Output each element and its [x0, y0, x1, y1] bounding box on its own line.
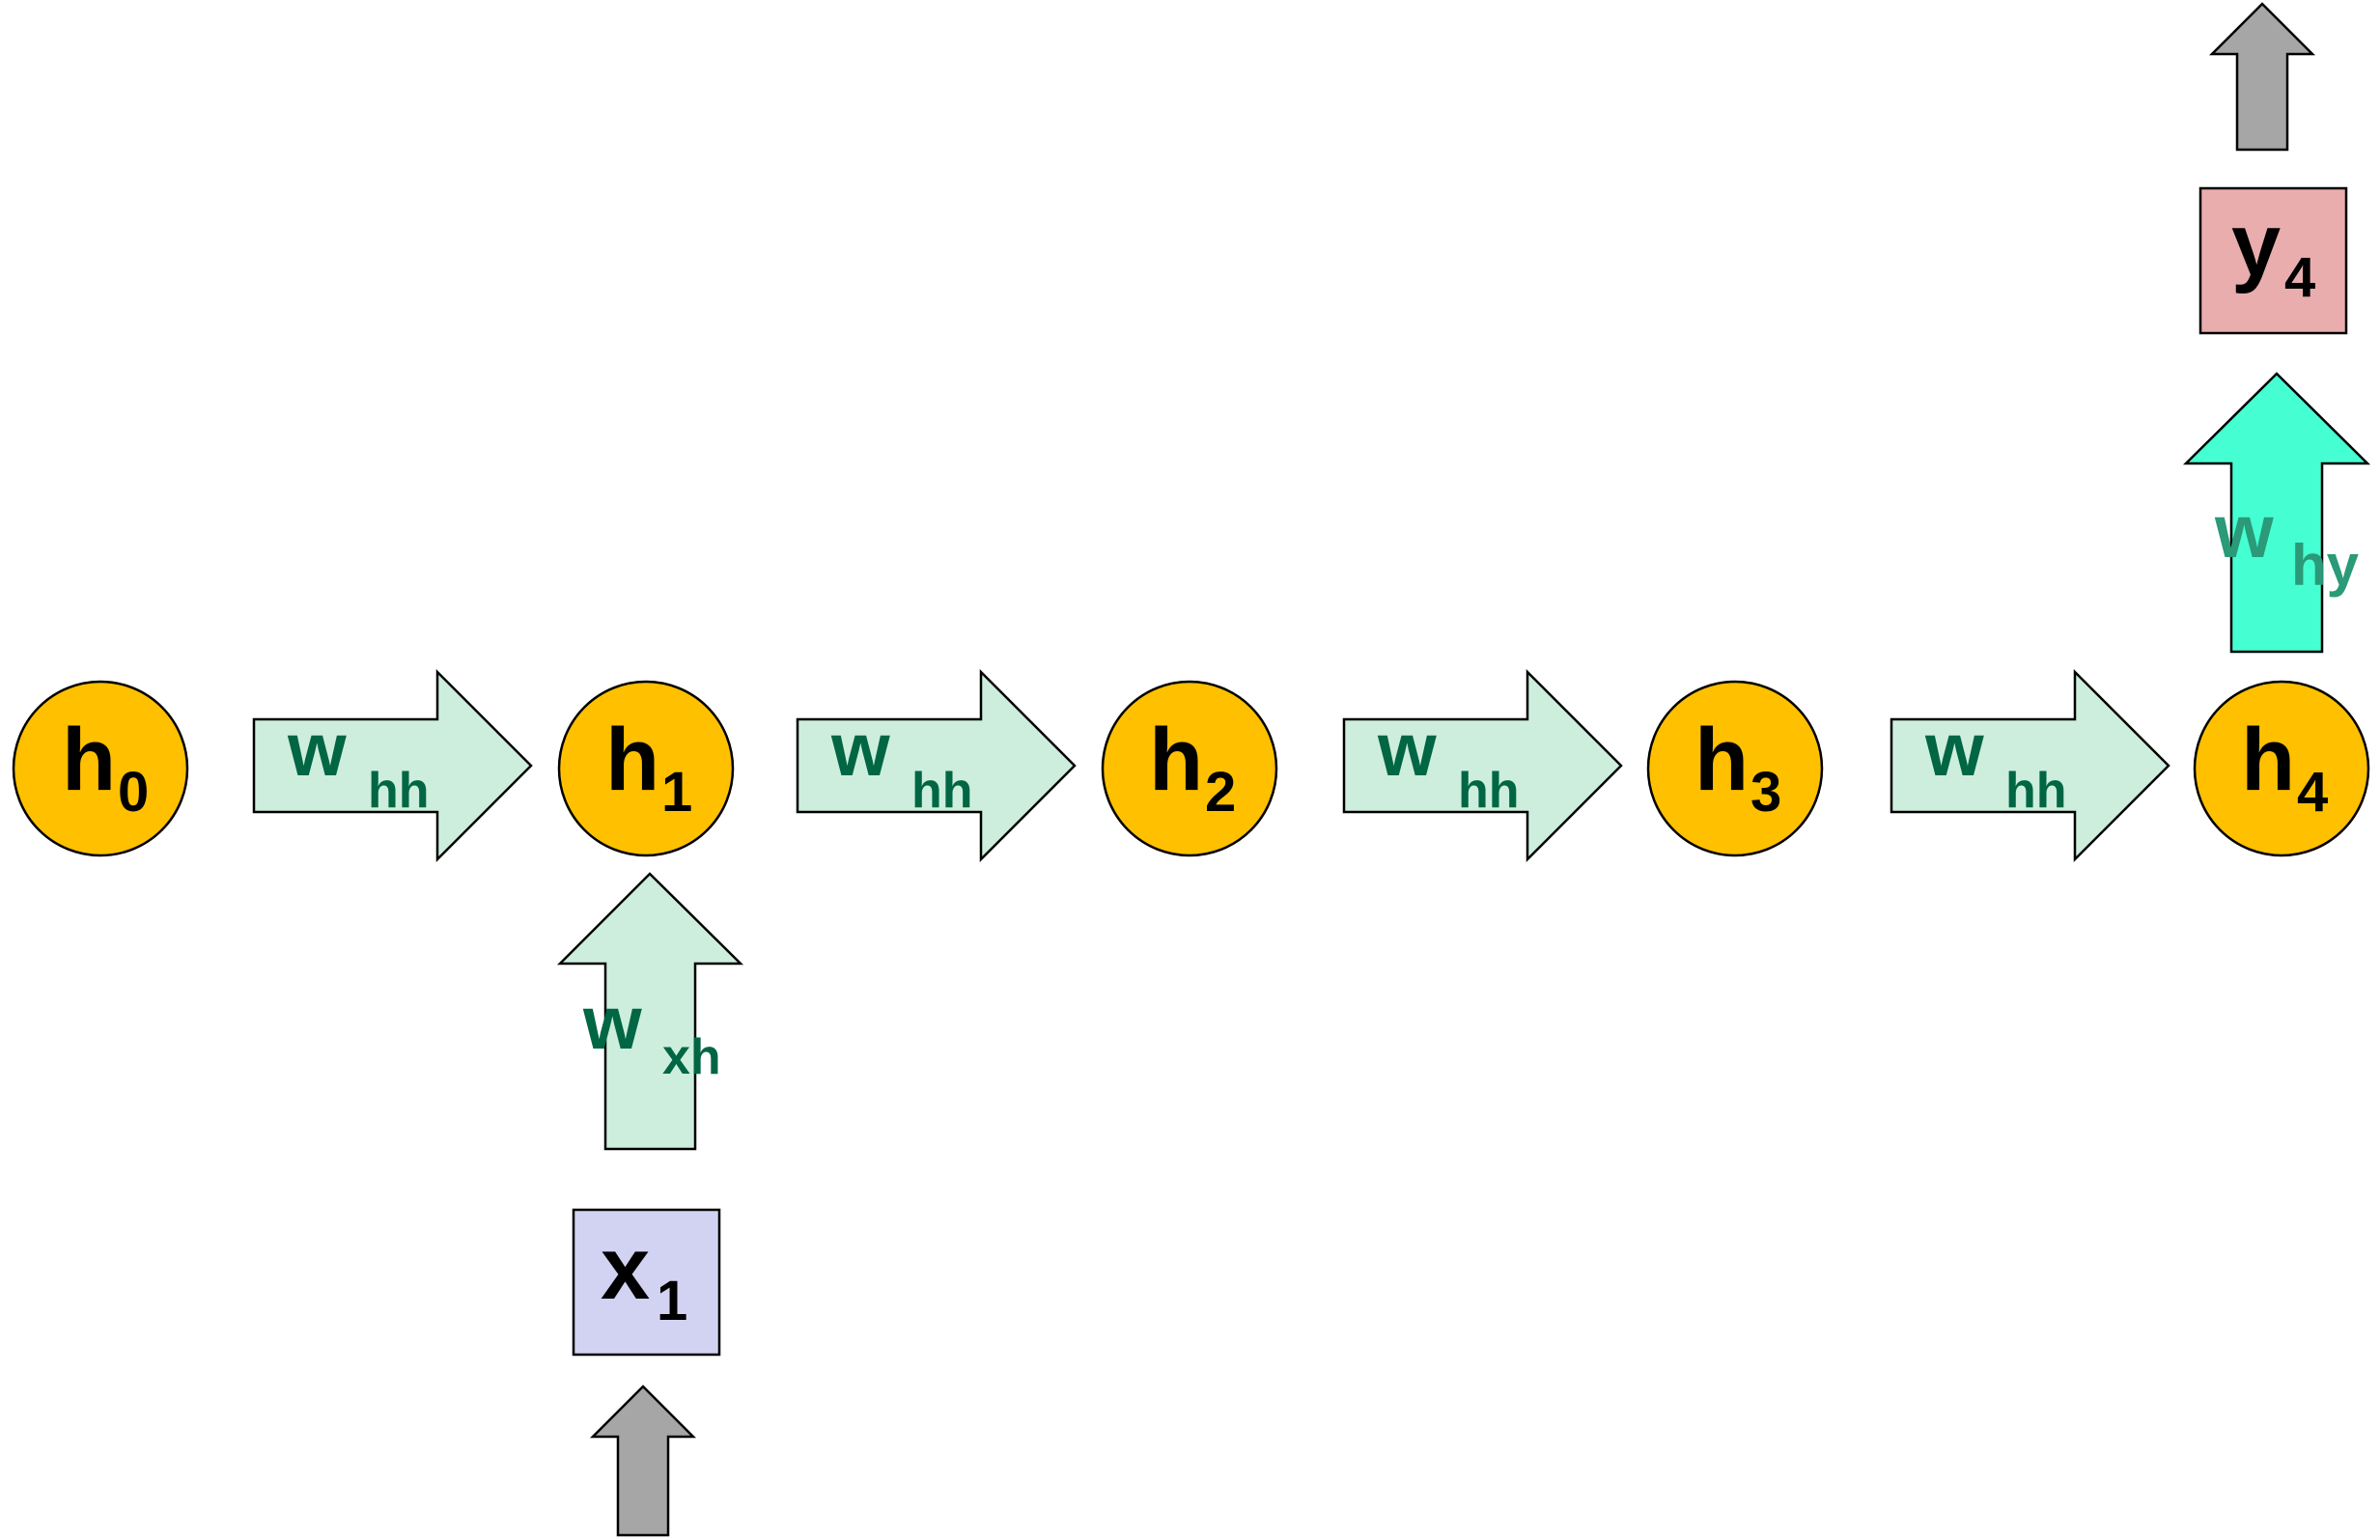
hidden-node-3-label: h	[1694, 711, 1749, 809]
hidden-node-1-label: h	[605, 711, 659, 809]
output-weight-arrow: w hy	[2182, 372, 2371, 654]
arrow-1-subscript: hh	[368, 763, 430, 819]
input-box-subscript: 1	[657, 1270, 687, 1332]
arrow-1-label: w	[287, 707, 347, 792]
hidden-node-4-label: h	[2241, 711, 2295, 809]
hidden-node-0-label: h	[62, 711, 116, 809]
input-box: x 1	[572, 1208, 721, 1357]
output-arrow-label: w	[2214, 489, 2274, 574]
hidden-node-0-subscript: 0	[118, 761, 149, 824]
arrow-2-label: w	[830, 707, 890, 792]
arrow-3-label: w	[1377, 707, 1437, 792]
hidden-node-2: h 2	[1101, 680, 1278, 857]
hidden-node-3: h 3	[1646, 680, 1824, 857]
hidden-node-2-subscript: 2	[1205, 761, 1236, 824]
recurrent-arrow-3: w hh	[1342, 668, 1623, 863]
hidden-node-0: h 0	[12, 680, 189, 857]
arrow-4-subscript: hh	[2005, 763, 2067, 819]
hidden-node-1: h 1	[557, 680, 735, 857]
hidden-node-2-label: h	[1149, 711, 1203, 809]
output-box-subscript: 4	[2284, 246, 2315, 309]
input-weight-arrow: w xh	[556, 872, 744, 1151]
hidden-node-4: h 4	[2193, 680, 2370, 857]
arrow-4-label: w	[1924, 707, 1984, 792]
output-box: y 4	[2198, 186, 2348, 335]
recurrent-arrow-4: w hh	[1890, 668, 2170, 863]
input-arrow-label: w	[582, 980, 642, 1065]
hidden-node-3-subscript: 3	[1750, 761, 1781, 824]
arrow-3-subscript: hh	[1458, 763, 1520, 819]
output-box-label: y	[2231, 196, 2281, 294]
hidden-node-1-subscript: 1	[661, 761, 692, 824]
input-arrow-subscript: xh	[662, 1029, 721, 1085]
arrow-2-subscript: hh	[911, 763, 973, 819]
input-box-label: x	[601, 1219, 650, 1318]
recurrent-arrow-2: w hh	[796, 668, 1077, 863]
output-arrow-subscript: hy	[2291, 533, 2360, 598]
output-sink-arrow	[2208, 2, 2316, 152]
hidden-node-4-subscript: 4	[2297, 761, 2328, 824]
input-source-arrow	[589, 1385, 697, 1537]
recurrent-arrow-1: w hh	[252, 668, 533, 863]
